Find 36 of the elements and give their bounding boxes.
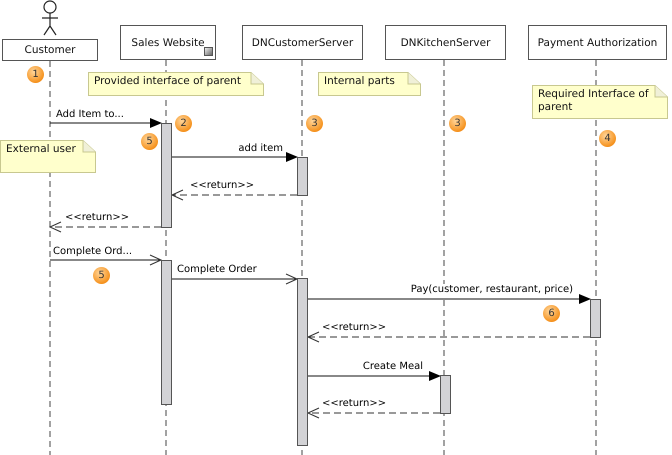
activation-bar [590,299,601,338]
note: Required Interface of parent [532,85,668,119]
lifeline-head: DNKitchenServer [385,25,506,60]
edge-label: Complete Ord... [52,246,134,258]
message-arrow [308,294,591,304]
message-arrow [308,371,441,381]
lifeline-head: Payment Authorization [528,25,667,60]
message-arrow [50,254,162,266]
callout-number: 6 [543,305,560,322]
callout-number: 5 [141,133,158,150]
activation-bar [297,278,308,446]
message-arrow [172,152,298,162]
callout-number: 5 [93,267,110,284]
message-arrow [50,222,162,232]
lifeline-head: Customer [2,39,98,61]
callout-number: 3 [306,115,323,132]
note: Provided interface of parent [88,72,264,96]
message-arrow [50,118,162,128]
message-arrow [172,190,298,200]
callout-number: 3 [449,115,466,132]
callout-number: 2 [175,115,192,132]
activation-bar [440,375,451,414]
edge-label: Pay(customer, restaurant, price) [410,284,574,296]
lifeline-head: Sales Website [120,25,216,60]
callout-number: 4 [599,130,616,147]
note: Internal parts [318,72,421,96]
message-arrow [308,332,590,342]
message-arrow [172,274,298,284]
note: External user [0,140,96,173]
edge-label: Complete Order [176,264,258,276]
activation-bar [297,157,308,196]
activation-bar [161,260,172,405]
lifeline-head: DNCustomerServer [242,25,363,60]
activation-bar [161,123,172,228]
message-arrow [308,408,440,418]
callout-number: 1 [27,66,44,83]
